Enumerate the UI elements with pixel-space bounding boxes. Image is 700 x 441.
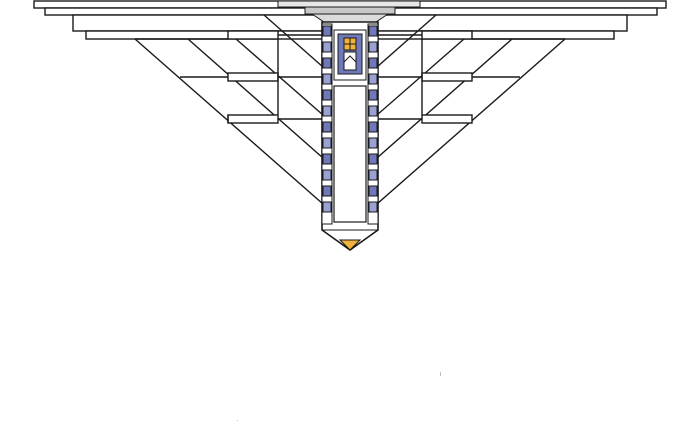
central-column <box>321 21 379 251</box>
column-tip <box>322 229 378 251</box>
canopy-cap-top <box>277 0 421 8</box>
arm-rails <box>135 34 565 123</box>
background-specks <box>237 372 441 421</box>
shelf-right-mid <box>421 72 473 82</box>
shelf-right-low <box>421 114 473 124</box>
shelf-left-mid <box>227 72 279 82</box>
canopy-neck <box>310 13 390 23</box>
shelf-right-top <box>421 30 473 40</box>
shelf-left-low <box>227 114 279 124</box>
center-pane <box>333 85 367 223</box>
upper-ornament <box>333 29 367 81</box>
right-blue-strip <box>367 23 379 225</box>
shelf-left-top <box>227 30 279 40</box>
left-blue-strip <box>321 23 333 225</box>
canopy-cap-base <box>304 6 396 15</box>
